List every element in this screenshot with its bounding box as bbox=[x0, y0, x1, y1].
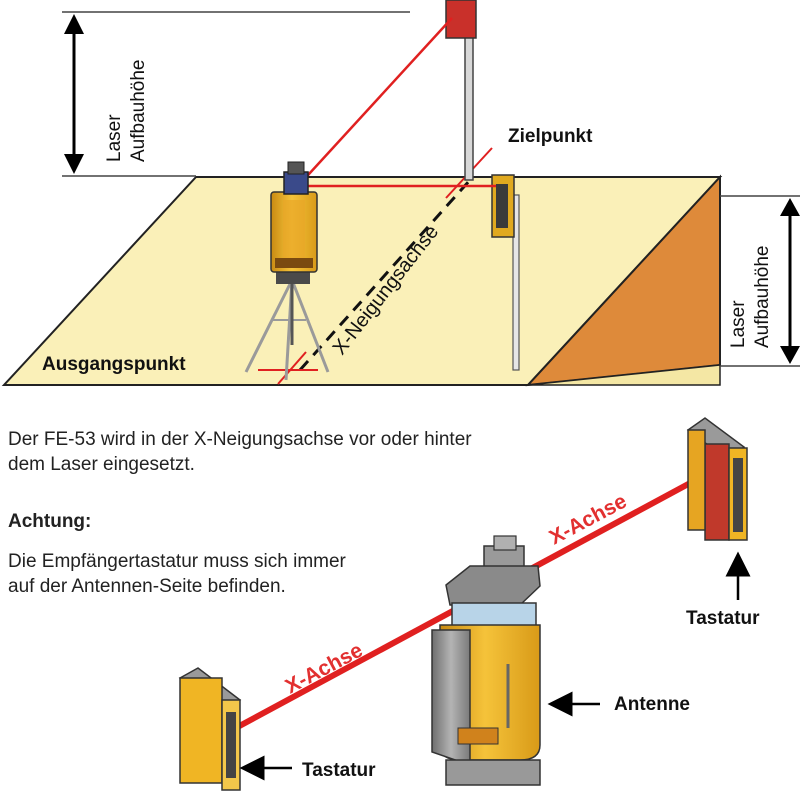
tilt-axis-line bbox=[298, 178, 472, 372]
keypad-label-left: Tastatur bbox=[302, 760, 376, 781]
antenna-label: Antenne bbox=[614, 694, 690, 715]
receiver-right bbox=[686, 417, 748, 541]
keypad-label-right: Tastatur bbox=[686, 608, 760, 629]
warning-heading: Achtung: bbox=[8, 511, 92, 532]
warning-line-2: auf der Antennen-Seite befinden. bbox=[8, 576, 286, 597]
laser-device-bottom bbox=[431, 535, 541, 786]
laser-beam-upper bbox=[297, 17, 453, 187]
intro-line-2: dem Laser eingesetzt. bbox=[8, 454, 195, 475]
ramp-side bbox=[527, 364, 721, 386]
height-label-left-1: Laser bbox=[104, 114, 125, 162]
target-point-label: Zielpunkt bbox=[508, 126, 593, 147]
height-label-left-2: Aufbauhöhe bbox=[128, 60, 149, 163]
warning-line-1: Die Empfängertastatur muss sich immer bbox=[8, 551, 346, 572]
receiver-left bbox=[178, 667, 242, 791]
origin-point-label: Ausgangspunkt bbox=[42, 354, 186, 375]
intro-line-1: Der FE-53 wird in der X-Neigungsachse vo… bbox=[8, 429, 472, 450]
height-label-right-2: Aufbauhöhe bbox=[752, 246, 773, 349]
height-label-right-1: Laser bbox=[728, 300, 749, 348]
x-axis-label-left: X-Achse bbox=[282, 639, 367, 699]
tripod bbox=[244, 279, 330, 381]
